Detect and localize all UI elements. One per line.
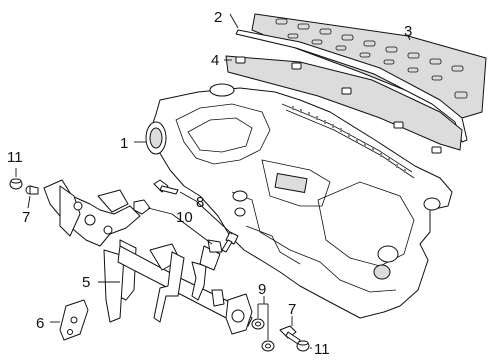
defroster-nozzle-part bbox=[225, 55, 463, 154]
callout-11-left: 11 bbox=[7, 149, 23, 166]
bolt-right-part bbox=[279, 325, 301, 345]
reinforcement-beam-part bbox=[43, 179, 253, 335]
bolt-part bbox=[153, 179, 179, 195]
callout-7-left: 7 bbox=[22, 209, 30, 226]
cap-left-part bbox=[9, 178, 23, 190]
callout-6: 6 bbox=[36, 315, 44, 332]
leader-lines bbox=[15, 13, 411, 349]
callout-8: 8 bbox=[196, 194, 204, 211]
callout-11-right: 11 bbox=[314, 341, 330, 358]
callouts: 2 3 4 1 11 7 8 10 5 6 9 7 11 bbox=[7, 9, 412, 358]
callout-2: 2 bbox=[214, 9, 222, 26]
nut-lower-part bbox=[261, 340, 275, 352]
bolt-lower-part bbox=[221, 231, 239, 253]
callout-4: 4 bbox=[211, 52, 219, 69]
weatherstrip-seal-part bbox=[235, 29, 468, 143]
cap-right-part bbox=[296, 340, 310, 352]
instrument-panel-body-part bbox=[145, 83, 453, 319]
callout-9: 9 bbox=[258, 281, 266, 298]
callout-7-right: 7 bbox=[288, 301, 296, 318]
bolt-left-part bbox=[25, 185, 39, 195]
bracket-part bbox=[59, 299, 89, 341]
clip-part bbox=[133, 199, 223, 253]
callout-1: 1 bbox=[120, 135, 128, 152]
callout-3: 3 bbox=[404, 23, 412, 40]
callout-5: 5 bbox=[82, 274, 90, 291]
callout-10: 10 bbox=[176, 209, 193, 226]
nut-upper-part bbox=[251, 318, 265, 330]
